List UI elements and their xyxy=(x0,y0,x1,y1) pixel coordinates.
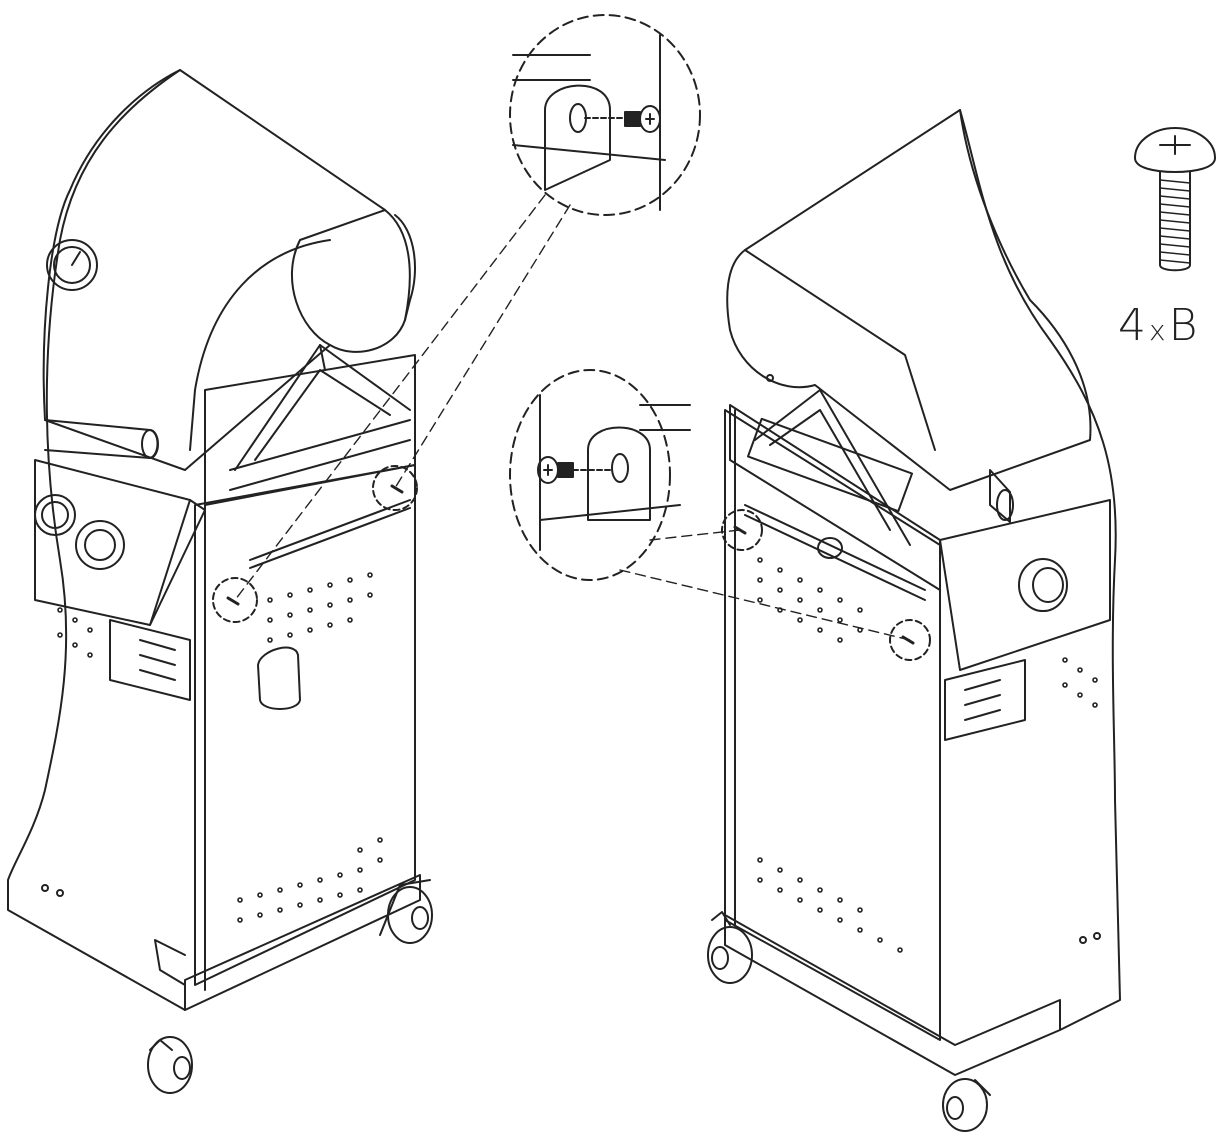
control-panel-right xyxy=(939,499,1111,671)
ventilation-holes xyxy=(757,557,903,953)
caster-wheel-icon xyxy=(147,1036,193,1094)
detail-marker xyxy=(889,619,931,661)
caster-wheel-icon xyxy=(707,911,753,984)
hardware-part-letter: B xyxy=(1168,300,1199,351)
hardware-multiplier: x xyxy=(1149,314,1167,347)
lid-right xyxy=(726,109,1092,491)
screw-icon xyxy=(1134,127,1216,272)
detail-screw-right-bracket xyxy=(234,14,701,601)
control-panel-left xyxy=(34,459,206,626)
caster-wheel-icon xyxy=(379,879,433,944)
right-grill xyxy=(707,109,1121,1132)
caster-wheel-icon xyxy=(942,1078,991,1132)
cabinet-panel-left xyxy=(194,464,416,986)
hardware-quantity: 4 xyxy=(1118,300,1147,351)
detail-screw-left-bracket xyxy=(509,369,911,641)
hardware-quantity-label: 4xB xyxy=(1118,300,1224,351)
ventilation-holes xyxy=(237,572,383,923)
knob-icon xyxy=(1018,558,1068,612)
knob-icon xyxy=(34,494,76,536)
detail-marker xyxy=(212,577,258,623)
knob-icon xyxy=(75,520,125,570)
left-break-line xyxy=(7,69,186,1011)
left-grill xyxy=(7,69,433,1094)
detail-marker xyxy=(372,465,418,511)
detail-marker xyxy=(721,509,763,551)
thermometer-icon xyxy=(46,239,98,291)
cabinet-panel-right xyxy=(724,409,941,1041)
lid-left xyxy=(42,69,411,471)
right-break-line xyxy=(959,109,1121,1031)
